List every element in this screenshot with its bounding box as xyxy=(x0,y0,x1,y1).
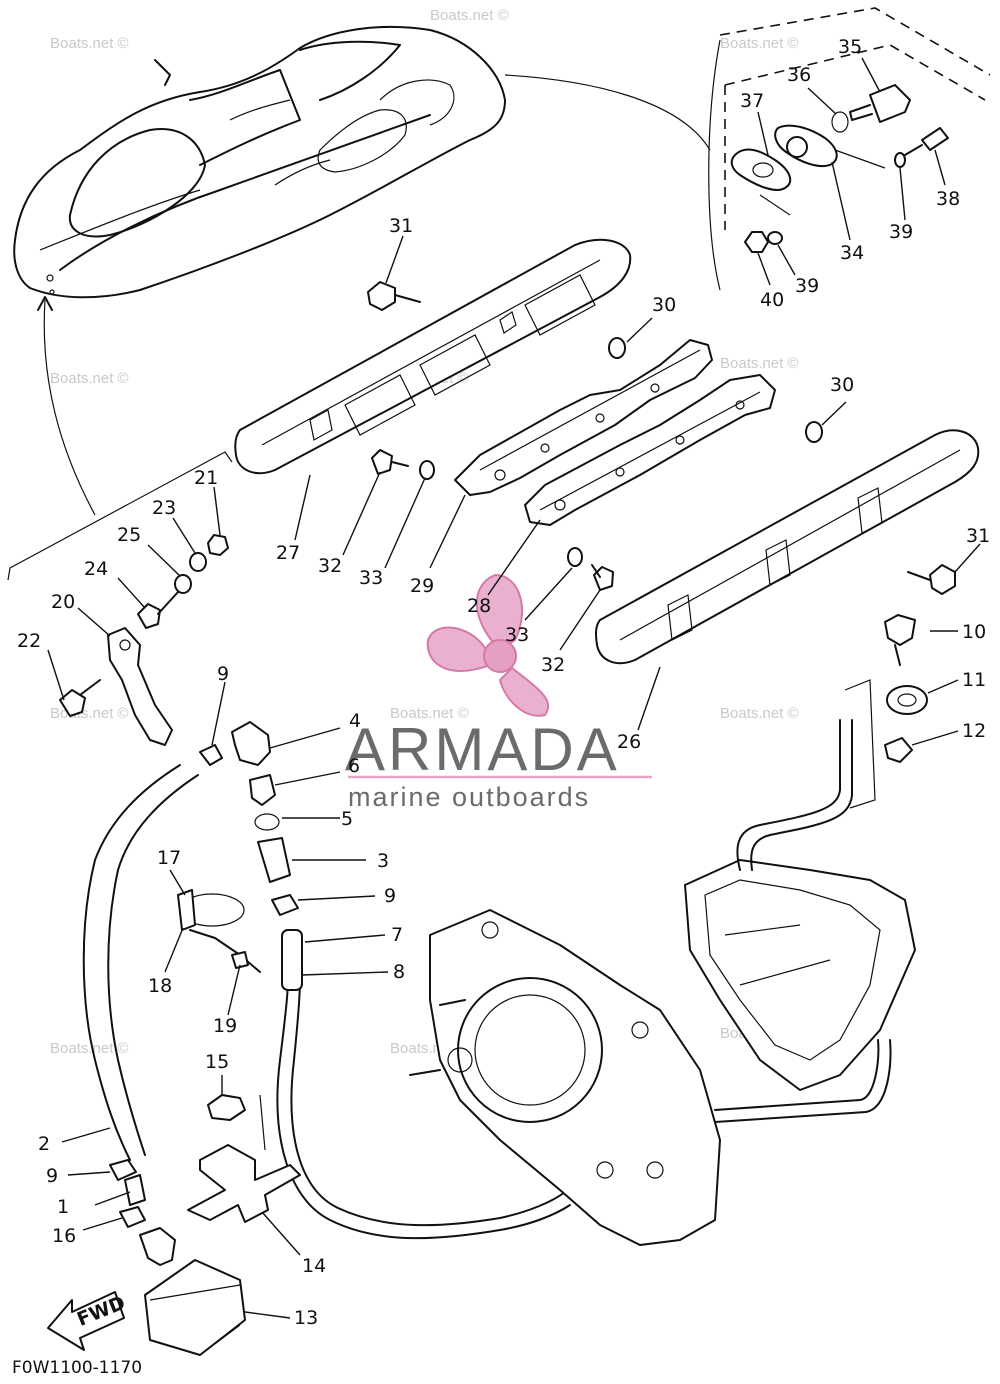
diagram-code: F0W1100-1170 xyxy=(12,1358,142,1378)
propeller-blade-2 xyxy=(426,626,492,672)
propeller-blade-3 xyxy=(498,666,550,717)
callout-11: 11 xyxy=(962,669,986,691)
brand-name: ARMADA xyxy=(345,716,620,783)
callout-8: 8 xyxy=(393,961,405,983)
callout-33-a: 33 xyxy=(359,567,383,589)
reservoir xyxy=(139,1227,246,1356)
callout-22: 22 xyxy=(17,630,41,652)
callout-9-c: 9 xyxy=(46,1165,58,1187)
callout-7: 7 xyxy=(391,924,403,946)
callout-17: 17 xyxy=(157,847,181,869)
callout-38: 38 xyxy=(936,188,960,210)
leader-hull-arrow xyxy=(43,299,96,516)
watercraft-hull xyxy=(13,25,506,299)
callout-18: 18 xyxy=(148,975,172,997)
callout-12: 12 xyxy=(962,720,986,742)
callout-3: 3 xyxy=(377,850,389,872)
callout-29: 29 xyxy=(410,575,434,597)
callout-4: 4 xyxy=(349,710,361,732)
hoses xyxy=(82,721,571,1240)
callout-26: 26 xyxy=(617,731,641,753)
part-28-bracket xyxy=(524,374,776,526)
callout-23: 23 xyxy=(152,497,176,519)
detail-box xyxy=(708,7,991,291)
part-26-cover xyxy=(595,429,980,665)
callout-9-a: 9 xyxy=(217,663,229,685)
callout-39-b: 39 xyxy=(795,275,819,297)
propeller-hub xyxy=(483,639,517,673)
callout-21: 21 xyxy=(194,467,218,489)
callout-25: 25 xyxy=(117,524,141,546)
callout-40: 40 xyxy=(760,289,784,311)
watermark-7: Boats.net © xyxy=(50,705,129,722)
callout-24: 24 xyxy=(84,558,108,580)
callout-leaders xyxy=(47,57,981,1319)
bracket-assembly xyxy=(187,1094,301,1223)
callout-13: 13 xyxy=(294,1307,318,1329)
watermark-8: Boats.net © xyxy=(390,705,469,722)
strap-assembly xyxy=(177,889,261,973)
leader-hull-detail xyxy=(504,74,711,151)
brand-tagline: marine outboards xyxy=(348,782,590,812)
callout-30-b: 30 xyxy=(830,374,854,396)
callout-34: 34 xyxy=(840,242,864,264)
hardware xyxy=(59,281,956,763)
callout-2: 2 xyxy=(38,1133,50,1155)
watermark-1: Boats.net © xyxy=(50,35,129,52)
watermark-3: Boats.net © xyxy=(720,35,799,52)
callout-31-a: 31 xyxy=(389,215,413,237)
callout-15: 15 xyxy=(205,1051,229,1073)
watermark-4: Boats.net © xyxy=(50,370,129,387)
callout-9-b: 9 xyxy=(384,885,396,907)
watermark-2: Boats.net © xyxy=(430,7,509,24)
arrow-head xyxy=(37,296,53,311)
callout-numbers: 1 2 3 4 5 6 7 8 9 9 9 10 11 12 13 14 15 … xyxy=(17,36,990,1329)
watermark-10: Boats.net © xyxy=(50,1040,129,1057)
callout-31-b: 31 xyxy=(966,525,990,547)
callout-19: 19 xyxy=(213,1015,237,1037)
callout-16: 16 xyxy=(52,1225,76,1247)
callout-32-a: 32 xyxy=(318,555,342,577)
part-29-bracket xyxy=(454,339,713,496)
callout-20: 20 xyxy=(51,591,75,613)
callout-37: 37 xyxy=(740,90,764,112)
callout-28: 28 xyxy=(467,595,491,617)
callout-30-a: 30 xyxy=(652,294,676,316)
callout-27: 27 xyxy=(276,542,300,564)
callout-10: 10 xyxy=(962,621,986,643)
callout-1: 1 xyxy=(57,1196,69,1218)
callout-6: 6 xyxy=(348,755,360,777)
callout-39-a: 39 xyxy=(889,221,913,243)
callout-35: 35 xyxy=(838,36,862,58)
pump-housing xyxy=(409,679,916,1246)
group-bracket xyxy=(7,451,233,581)
watermark-9: Boats.net © xyxy=(720,705,799,722)
fwd-arrow: FWD xyxy=(47,1291,128,1351)
part-27-cover xyxy=(234,238,632,475)
callout-32-b: 32 xyxy=(541,654,565,676)
callout-14: 14 xyxy=(302,1255,326,1277)
watermark-6: Boats.net © xyxy=(720,355,799,372)
callout-5: 5 xyxy=(341,808,353,830)
callout-36: 36 xyxy=(787,64,811,86)
callout-33-b: 33 xyxy=(505,624,529,646)
